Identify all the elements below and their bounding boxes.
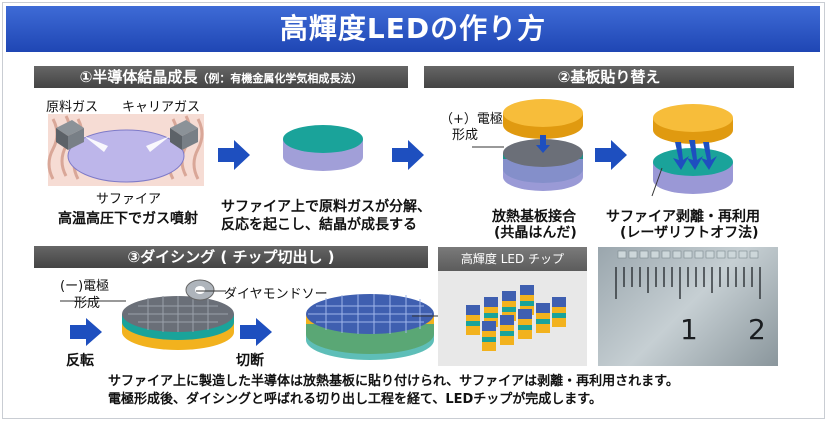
ruler-label-1: 1	[680, 313, 698, 346]
arrow-right-icon	[392, 140, 424, 170]
minus-electrode-label-1: (ー)電極	[60, 279, 110, 294]
laser-liftoff-illustration	[653, 104, 733, 194]
led-chips-illustration	[466, 285, 566, 351]
bond-label-1: 放熱基板接合	[492, 209, 576, 225]
footer-caption: サファイア上に製造した半導体は放熱基板に貼り付けられ、サファイアは剥離・再利用さ…	[108, 373, 679, 409]
arrow-right-icon	[218, 140, 250, 170]
section-2-header: ②基板貼り替え	[424, 66, 794, 88]
electrode3-pointer-line	[60, 300, 126, 302]
result-line-2: 反応を起こし、結晶が成長する	[221, 217, 417, 233]
liftoff-label-2: (レーザリフトオフ法)	[620, 225, 759, 241]
ruler-graphic: 1 2	[615, 250, 766, 346]
growth-chamber-illustration	[47, 114, 204, 186]
raw-gas-label: 原料ガス	[46, 100, 99, 115]
result-line-1: サファイア上で原料ガスが分解、	[221, 199, 431, 215]
section-3-header: ③ダイシング ( チップ切出し )	[34, 246, 428, 268]
footer-line-2: 電極形成後、ダイシングと呼ばれる切り出し工程を経て、LEDチップが完成します。	[108, 392, 603, 407]
section-1-header: ①半導体結晶成長（例：有機金属化学気相成長法）	[34, 66, 408, 88]
grown-wafer-illustration	[283, 125, 363, 171]
chip-render-header: 高輝度 LED チップ	[438, 247, 587, 271]
chip-pointer-line	[412, 315, 442, 317]
saw-pointer-line	[196, 290, 226, 292]
footer-line-1: サファイア上に製造した半導体は放熱基板に貼り付けられ、サファイアは剥離・再利用さ…	[108, 374, 679, 389]
carrier-gas-label: キャリアガス	[122, 100, 201, 115]
arrow-right-icon	[595, 140, 627, 170]
ruler-label-2: 2	[748, 313, 766, 346]
chip-render-panel: 高輝度 LED チップ	[438, 247, 587, 366]
section-1-sub: （例：有機金属化学気相成長法）	[197, 72, 363, 85]
plus-electrode-label-1: （+）電極	[440, 112, 503, 127]
diced-wafer-illustration	[122, 279, 234, 350]
condition-label: 高温高圧下でガス噴射	[58, 211, 198, 227]
plus-electrode-label-2: 形成	[452, 128, 479, 143]
cut-wafer-illustration	[306, 294, 434, 360]
lift-pointer-line	[651, 167, 663, 197]
substrate-bonding-illustration	[503, 99, 583, 191]
minus-electrode-label-2: 形成	[74, 296, 101, 311]
sapphire-label: サファイア	[96, 192, 162, 207]
electrode-pointer-line	[472, 146, 504, 148]
cut-label: 切断	[236, 353, 264, 369]
section-1-label: ①半導体結晶成長	[79, 68, 198, 86]
liftoff-label-1: サファイア剥離・再利用	[606, 209, 760, 225]
diamond-saw-label: ダイヤモンドソー	[224, 287, 328, 302]
frame	[2, 2, 825, 419]
arrow-right-icon	[240, 318, 272, 346]
flip-label: 反転	[66, 353, 94, 369]
arrow-right-icon	[70, 318, 102, 346]
page-title: 高輝度LEDの作り方	[6, 6, 820, 52]
bond-label-2: (共晶はんだ)	[494, 225, 577, 241]
led-chip-ruler-photo: 1 2	[598, 247, 778, 366]
